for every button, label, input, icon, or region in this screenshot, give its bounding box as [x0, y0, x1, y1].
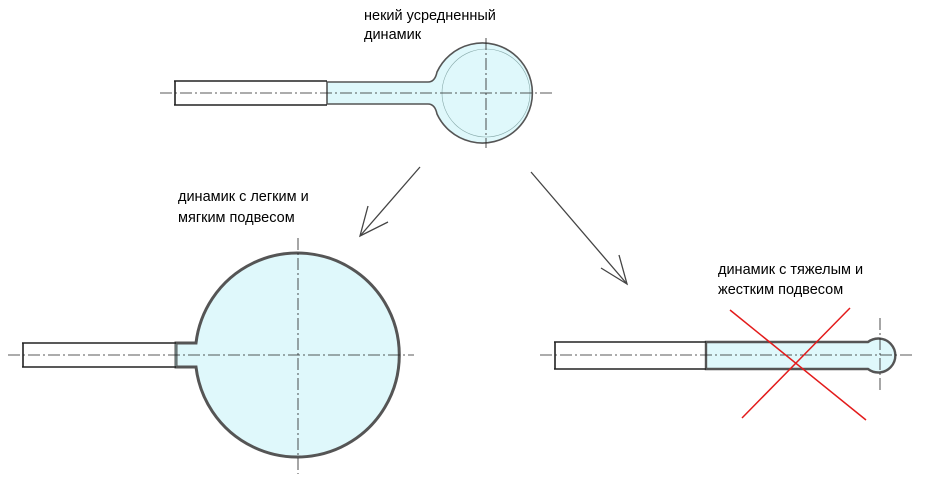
light-bulb: [174, 251, 401, 459]
light-soft-speaker: [8, 238, 414, 474]
label-heavy-line1: динамик с тяжелым и: [718, 262, 863, 278]
cross-line-1: [729, 309, 867, 421]
label-light-line1: динамик с легким и: [178, 189, 309, 205]
label-average-line1: некий усредненный: [364, 8, 496, 24]
average-speaker: [160, 38, 552, 148]
heavy-bulb: [704, 337, 897, 374]
label-average-line2: динамик: [364, 27, 422, 43]
label-light-line2: мягким подвесом: [178, 210, 295, 226]
arrow-left: [359, 166, 421, 238]
arrow-right: [530, 171, 629, 286]
label-heavy-line2: жестким подвесом: [718, 282, 843, 298]
heavy-stiff-speaker: [540, 307, 912, 421]
cross-line-2: [741, 307, 851, 419]
